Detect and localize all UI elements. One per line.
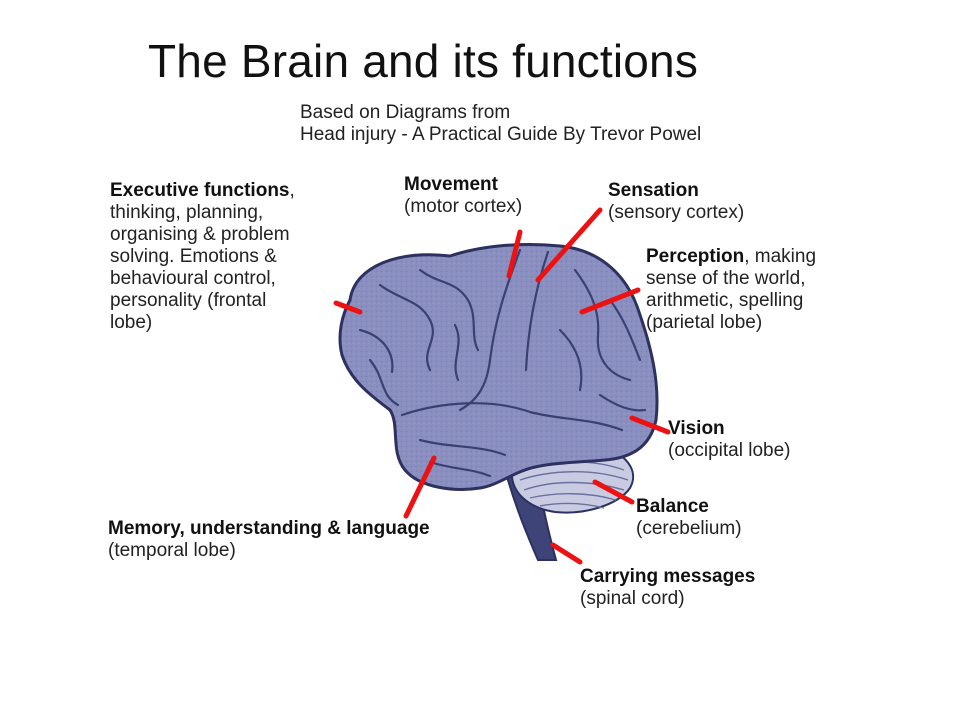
brain-folds	[358, 248, 647, 478]
perception-first-line: Perception, making	[646, 246, 816, 268]
pointer-perception	[579, 287, 641, 315]
label-movement: Movement (motor cortex)	[404, 174, 522, 218]
memory-sub: (temporal lobe)	[108, 540, 236, 561]
label-spinal-cord: Carrying messages (spinal cord)	[580, 566, 755, 610]
sensation-sub: (sensory cortex)	[608, 202, 745, 223]
label-memory: Memory, understanding & language (tempor…	[108, 518, 430, 562]
executive-heading: Executive functions	[110, 180, 290, 201]
executive-line-6: lobe)	[110, 312, 153, 333]
pointer-movement	[506, 229, 523, 279]
pointer-spinal	[550, 542, 583, 565]
label-vision: Vision (occipital lobe)	[668, 418, 791, 462]
memory-heading: Memory, understanding & language	[108, 518, 430, 539]
page-title: The Brain and its functions	[148, 35, 699, 87]
label-sensation: Sensation (sensory cortex)	[608, 180, 744, 224]
source-citation: Based on Diagrams from Head injury - A P…	[300, 102, 701, 146]
balance-sub: (cerebelium)	[636, 518, 742, 539]
pointer-balance	[592, 479, 635, 505]
executive-first-line: Executive functions,	[110, 180, 295, 202]
vision-sub: (occipital lobe)	[668, 440, 791, 461]
perception-line-3: (parietal lobe)	[646, 312, 763, 333]
pointer-executive	[333, 300, 363, 315]
movement-sub: (motor cortex)	[404, 196, 523, 217]
executive-line-2: organising & problem	[110, 224, 290, 245]
vision-heading: Vision	[668, 418, 725, 439]
label-balance: Balance (cerebelium)	[636, 496, 742, 540]
movement-heading: Movement	[404, 174, 498, 195]
perception-rest: , making	[744, 246, 817, 267]
executive-line-4: behavioural control,	[110, 268, 276, 289]
perception-line-1: sense of the world,	[646, 268, 806, 289]
spinal-sub: (spinal cord)	[580, 588, 685, 609]
source-line-2: Head injury - A Practical Guide By Trevo…	[300, 124, 702, 145]
pointer-vision	[629, 415, 671, 435]
executive-rest: ,	[289, 180, 295, 201]
perception-line-2: arithmetic, spelling	[646, 290, 804, 311]
source-line-1: Based on Diagrams from	[300, 102, 511, 123]
executive-line-1: thinking, planning,	[110, 202, 264, 223]
label-perception: Perception, making sense of the world, a…	[646, 246, 816, 334]
sensation-heading: Sensation	[608, 180, 699, 201]
executive-line-5: personality (frontal	[110, 290, 267, 311]
spinal-heading: Carrying messages	[580, 566, 756, 587]
pointer-sensation	[535, 207, 603, 283]
label-executive-functions: Executive functions, thinking, planning,…	[110, 180, 295, 334]
balance-heading: Balance	[636, 496, 709, 517]
pointer-lines	[333, 207, 671, 565]
perception-heading: Perception	[646, 246, 745, 267]
pointer-memory	[403, 455, 437, 519]
executive-line-3: solving. Emotions &	[110, 246, 277, 267]
